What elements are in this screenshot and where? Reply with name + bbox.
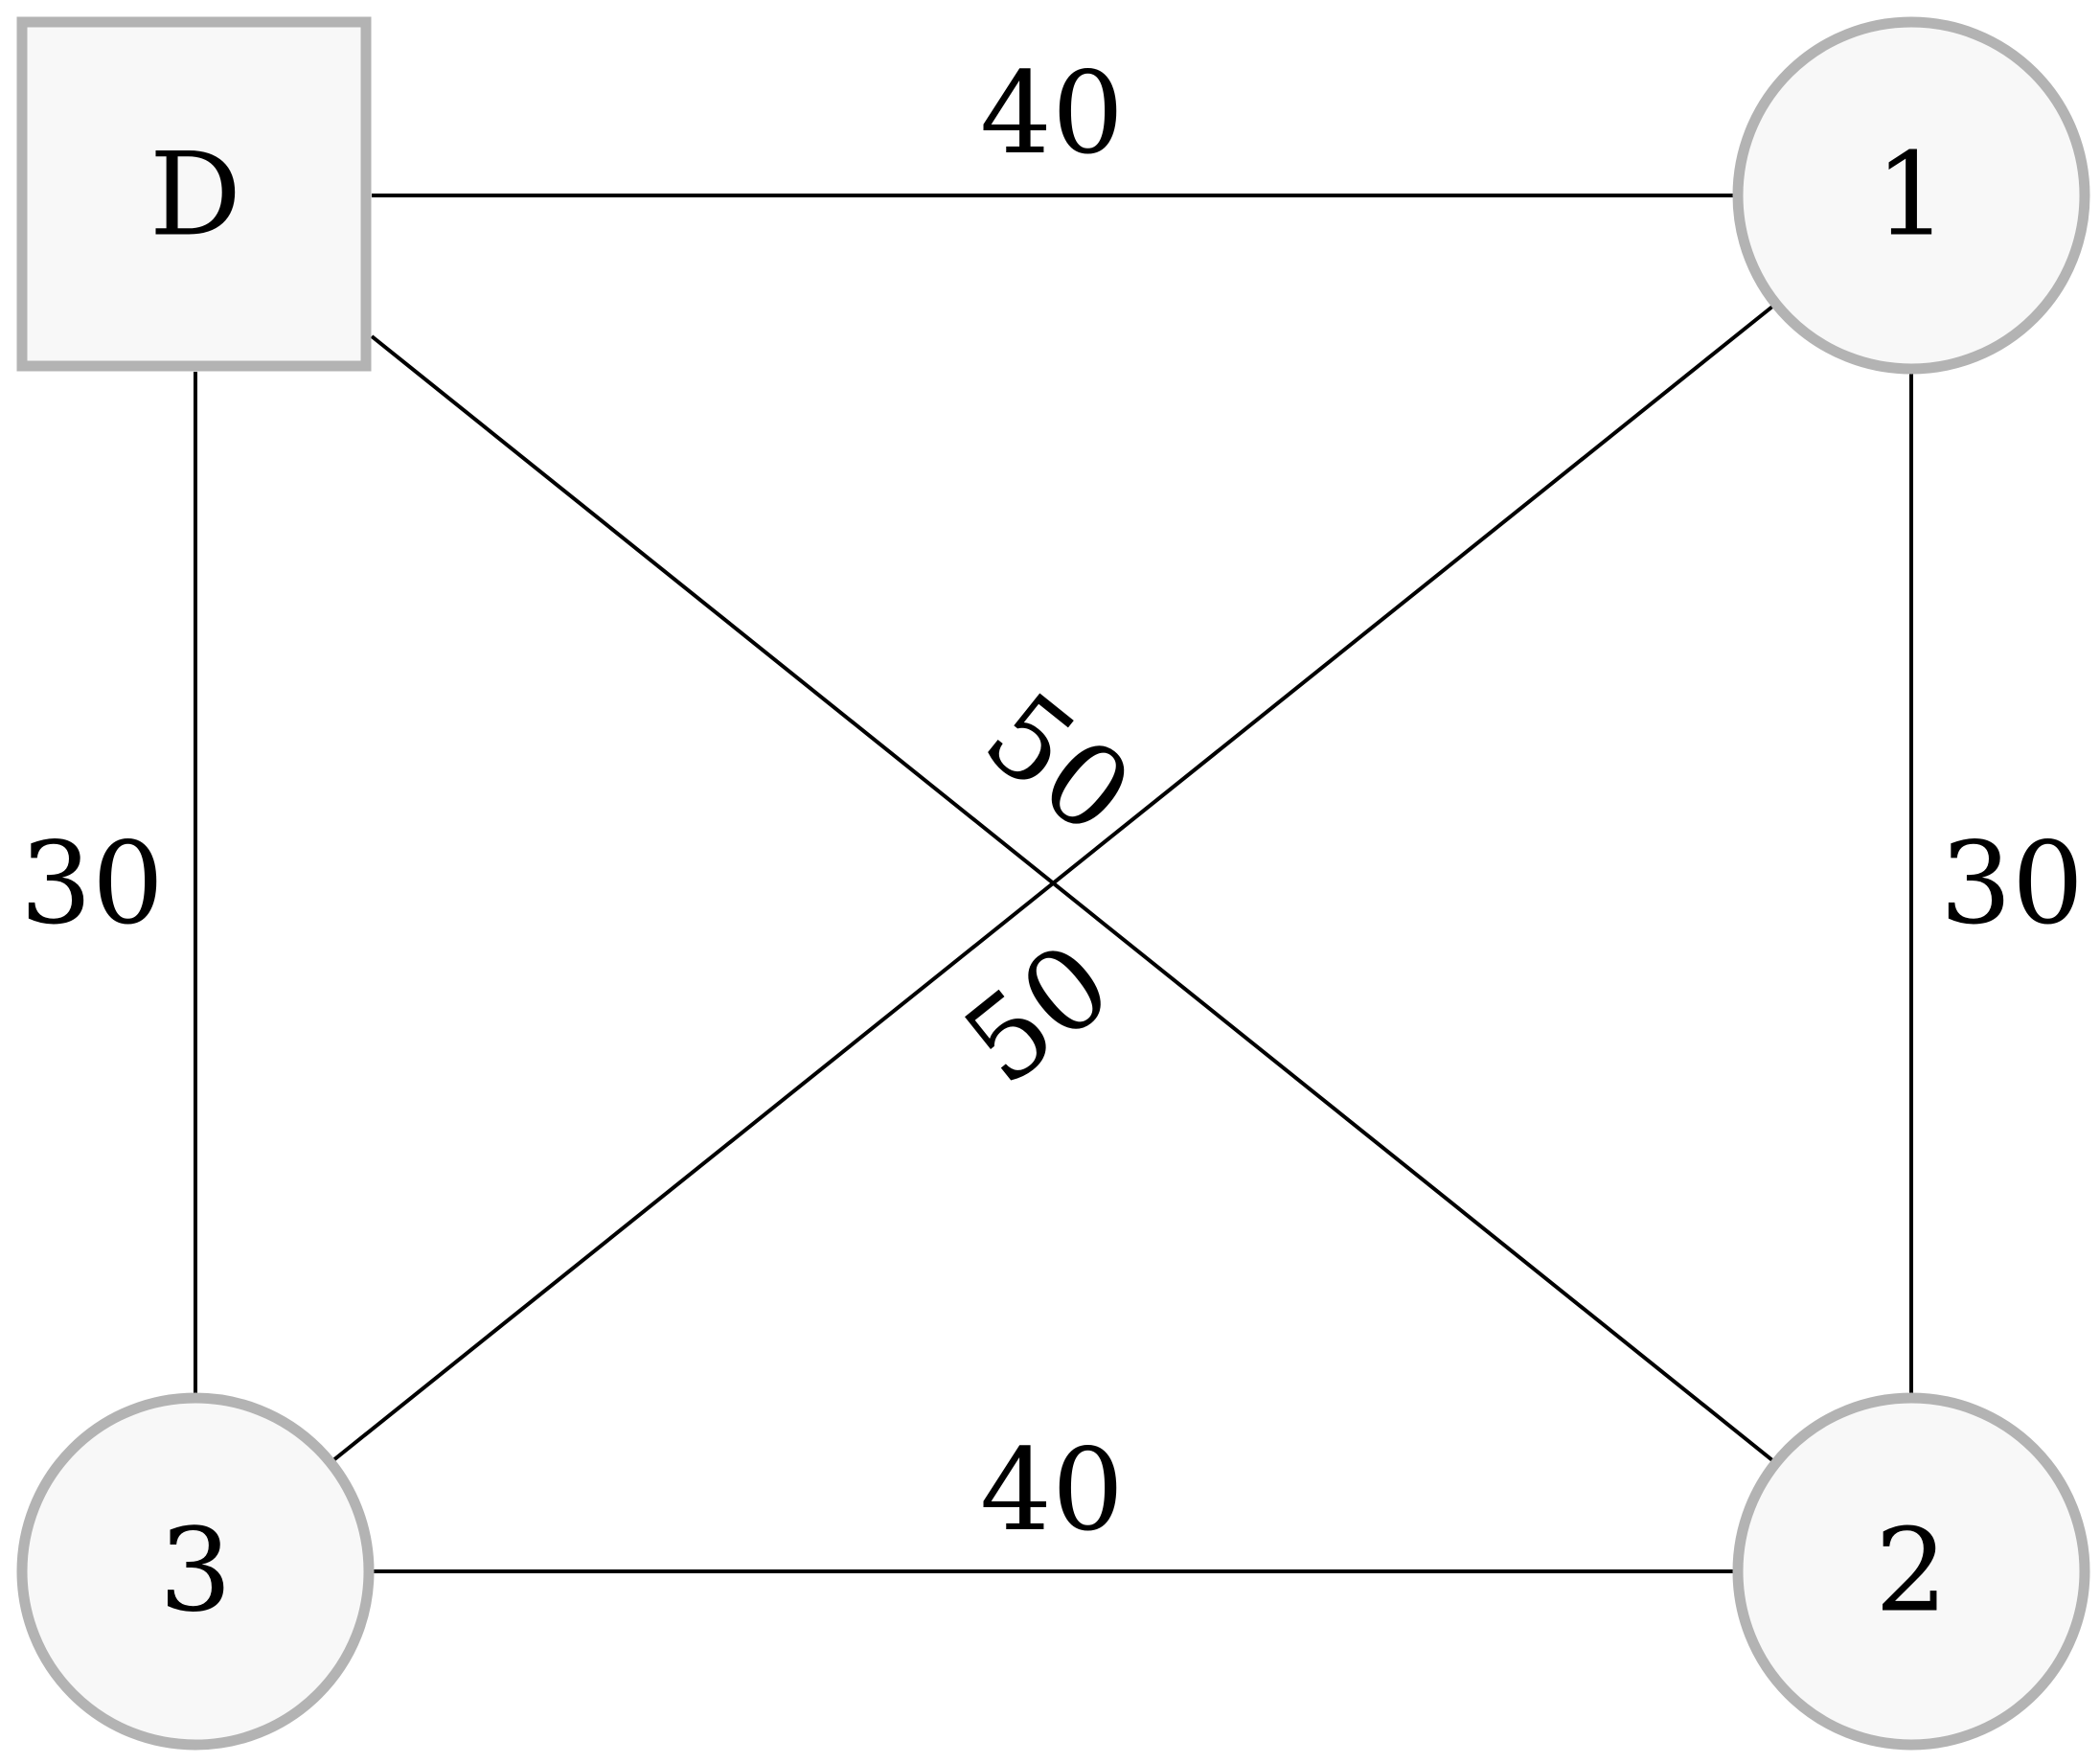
node-d: D bbox=[16, 16, 372, 372]
node-1: 1 bbox=[1732, 16, 2090, 375]
node-2-circle bbox=[1732, 1392, 2090, 1751]
node-1-circle bbox=[1732, 16, 2090, 375]
edge-weight-3-2: 40 bbox=[980, 1424, 1124, 1556]
edge-weight-d-3: 30 bbox=[20, 817, 164, 950]
edge-weight-1-2: 30 bbox=[1940, 817, 2084, 950]
node-2-label: 2 bbox=[1875, 1505, 1948, 1638]
node-3-circle bbox=[16, 1392, 375, 1751]
edge-1-3 bbox=[331, 305, 1774, 1462]
edge-d-2 bbox=[370, 334, 1774, 1462]
node-3: 3 bbox=[16, 1392, 375, 1751]
node-3-label: 3 bbox=[159, 1505, 232, 1638]
node-1-label: 1 bbox=[1875, 129, 1948, 263]
edge-weight-d-1: 40 bbox=[980, 47, 1124, 179]
node-2: 2 bbox=[1732, 1392, 2090, 1751]
edge-weight-1-3: 50 bbox=[940, 917, 1134, 1110]
node-d-square bbox=[16, 16, 372, 372]
node-d-label: D bbox=[149, 129, 241, 263]
